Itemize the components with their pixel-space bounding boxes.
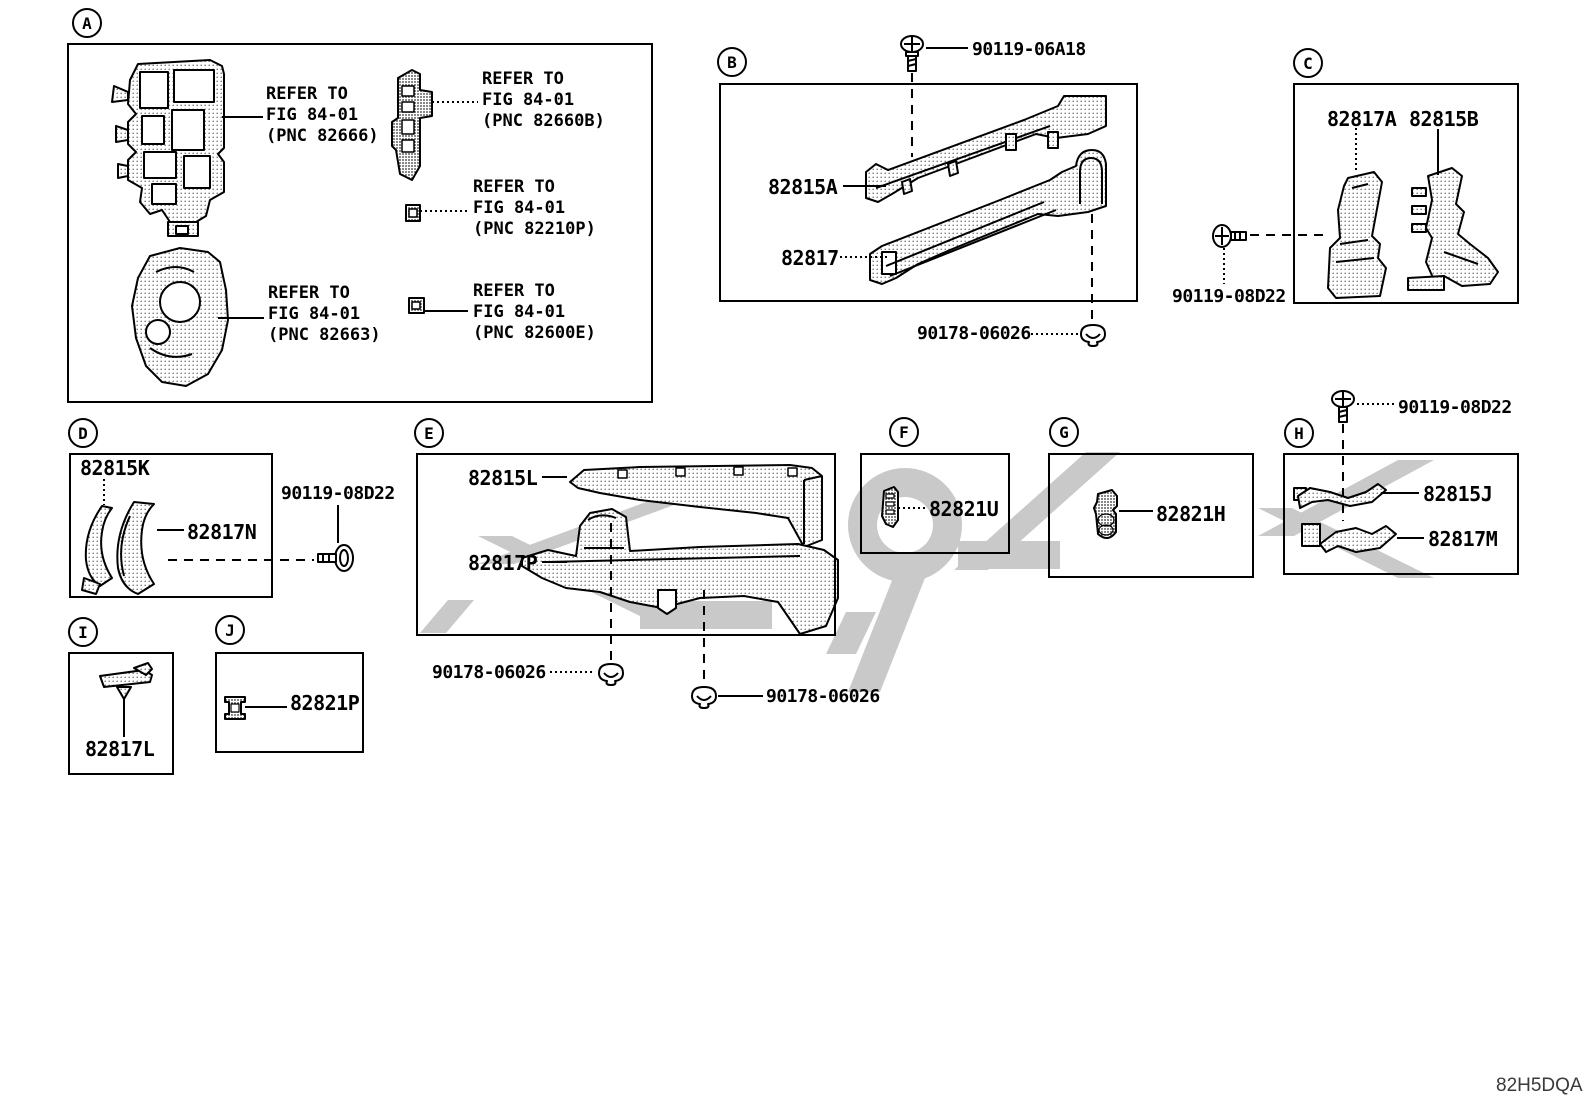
strip-82817M-drawing bbox=[1301, 523, 1397, 553]
part-number-82815K: 82815K bbox=[80, 456, 150, 480]
part-number-82817A: 82817A bbox=[1327, 107, 1397, 131]
section-g-frame bbox=[1048, 453, 1254, 578]
section-i-frame bbox=[68, 652, 174, 775]
nut-icon-90178-06026-e1 bbox=[598, 663, 624, 686]
ref-line: (PNC 82666) bbox=[266, 126, 379, 146]
small-clip-82600E-drawing bbox=[408, 297, 425, 314]
nut-icon-90178-06026-e2 bbox=[691, 686, 717, 709]
clip-82821P-drawing bbox=[224, 696, 246, 720]
part-number-82817N: 82817N bbox=[187, 520, 257, 544]
ref-line: (PNC 82663) bbox=[268, 325, 381, 345]
small-clip-82210P-drawing bbox=[405, 204, 421, 222]
fastener-number-90119-08D22-d: 90119-08D22 bbox=[281, 483, 395, 504]
screw-icon-90119-08D22-c bbox=[1212, 224, 1247, 248]
ref-note-pnc-82600E: REFER TO FIG 84-01 (PNC 82600E) bbox=[473, 281, 596, 344]
ref-line: (PNC 82600E) bbox=[473, 323, 596, 343]
ref-line: (PNC 82660B) bbox=[482, 111, 605, 131]
fastener-number-90178-06026-e1: 90178-06026 bbox=[432, 662, 546, 683]
ref-line: FIG 84-01 bbox=[473, 302, 566, 322]
section-h-frame bbox=[1283, 453, 1519, 575]
part-number-82817M: 82817M bbox=[1428, 527, 1498, 551]
clip-82821H-drawing bbox=[1093, 489, 1118, 539]
section-tag-j: J bbox=[215, 615, 245, 645]
part-number-82815B: 82815B bbox=[1409, 107, 1479, 131]
screw-icon-90119-08D22-d bbox=[317, 544, 354, 572]
junction-block-drawing bbox=[111, 59, 225, 237]
junction-cover-drawing bbox=[131, 247, 229, 387]
part-number-82821P: 82821P bbox=[290, 691, 360, 715]
ref-line: REFER TO bbox=[266, 84, 348, 104]
section-j-frame bbox=[215, 652, 364, 753]
rail-82817-drawing bbox=[869, 149, 1107, 285]
section-tag-f: F bbox=[889, 417, 919, 447]
relay-block-drawing bbox=[391, 69, 433, 181]
section-tag-b: B bbox=[717, 47, 747, 77]
bracket-82817A-drawing bbox=[1327, 171, 1387, 299]
clip-82821U-drawing bbox=[881, 486, 899, 528]
nut-icon-90178-06026-b bbox=[1080, 324, 1106, 347]
leader-lines-dashed bbox=[168, 73, 1344, 683]
ref-note-pnc-82663: REFER TO FIG 84-01 (PNC 82663) bbox=[268, 283, 381, 346]
bracket-82815B-drawing bbox=[1407, 167, 1499, 291]
section-tag-a: A bbox=[72, 8, 102, 38]
part-number-82817: 82817 bbox=[781, 246, 839, 270]
part-number-82821U: 82821U bbox=[929, 497, 999, 521]
ref-line: (PNC 82210P) bbox=[473, 219, 596, 239]
section-tag-c: C bbox=[1293, 48, 1323, 78]
ref-note-pnc-82210P: REFER TO FIG 84-01 (PNC 82210P) bbox=[473, 177, 596, 240]
section-tag-g: G bbox=[1049, 417, 1079, 447]
fastener-number-90178-06026-e2: 90178-06026 bbox=[766, 686, 880, 707]
section-f-frame bbox=[860, 453, 1010, 554]
section-tag-d: D bbox=[68, 418, 98, 448]
ref-line: REFER TO bbox=[268, 283, 350, 303]
crescent-82815K-drawing bbox=[81, 505, 113, 595]
fastener-number-90119-06A18: 90119-06A18 bbox=[972, 39, 1086, 60]
ref-line: FIG 84-01 bbox=[266, 105, 359, 125]
fastener-number-90119-08D22-c: 90119-08D22 bbox=[1172, 286, 1286, 307]
fastener-number-90119-08D22-h: 90119-08D22 bbox=[1398, 397, 1512, 418]
fastener-number-90178-06026-b: 90178-06026 bbox=[917, 323, 1031, 344]
ref-line: REFER TO bbox=[473, 177, 555, 197]
drawing-code: 82H5DQA bbox=[1496, 1075, 1583, 1096]
rail-82815A-drawing bbox=[865, 95, 1107, 203]
section-d-frame bbox=[69, 453, 273, 598]
part-number-82821H: 82821H bbox=[1156, 502, 1226, 526]
screw-icon-90119-08D22-h bbox=[1331, 390, 1355, 423]
part-number-82817P: 82817P bbox=[468, 551, 538, 575]
crescent-82817N-drawing bbox=[116, 501, 155, 595]
ref-line: FIG 84-01 bbox=[482, 90, 575, 110]
section-e-frame bbox=[416, 453, 836, 636]
section-c-frame bbox=[1293, 83, 1519, 304]
leader-lines-solid bbox=[157, 47, 1439, 708]
ref-line: REFER TO bbox=[473, 281, 555, 301]
ref-note-pnc-82660B: REFER TO FIG 84-01 (PNC 82660B) bbox=[482, 69, 605, 132]
part-number-82817L: 82817L bbox=[85, 737, 155, 761]
leader-lines-dotted bbox=[103, 101, 1394, 673]
part-number-82815J: 82815J bbox=[1423, 482, 1493, 506]
part-number-82815A: 82815A bbox=[768, 175, 838, 199]
section-tag-i: I bbox=[68, 617, 98, 647]
section-tag-e: E bbox=[414, 418, 444, 448]
tbolt-82817L-drawing bbox=[99, 662, 153, 737]
ref-line: FIG 84-01 bbox=[473, 198, 566, 218]
part-number-82815L: 82815L bbox=[468, 466, 538, 490]
ref-line: REFER TO bbox=[482, 69, 564, 89]
section-b-frame bbox=[719, 83, 1138, 302]
screw-icon-90119-06A18 bbox=[900, 35, 924, 72]
section-tag-h: H bbox=[1284, 418, 1314, 448]
ref-line: FIG 84-01 bbox=[268, 304, 361, 324]
ref-note-pnc-82666: REFER TO FIG 84-01 (PNC 82666) bbox=[266, 84, 379, 147]
section-a-frame bbox=[67, 43, 653, 403]
